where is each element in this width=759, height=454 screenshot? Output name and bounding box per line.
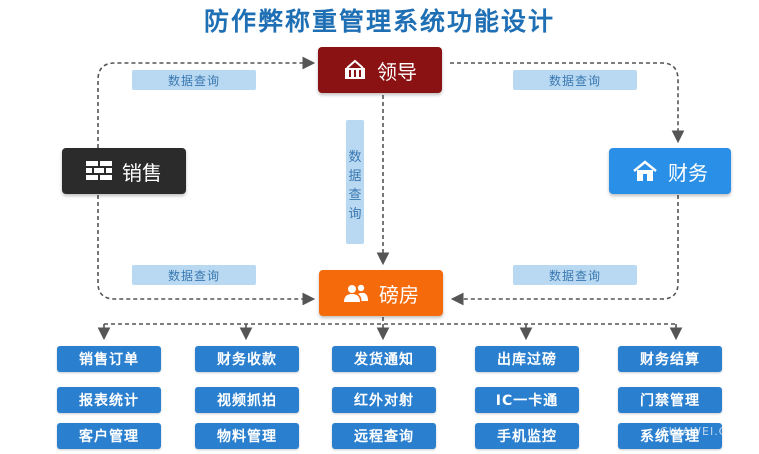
query-char: 询 — [348, 207, 362, 222]
sales-node[interactable]: 销售 — [62, 148, 186, 194]
query-label-top-right: 数据查询 — [513, 70, 637, 90]
finance-node[interactable]: 财务 — [609, 148, 731, 194]
function-ic-card[interactable]: IC一卡通 — [475, 387, 579, 413]
function-report-statistics[interactable]: 报表统计 — [57, 387, 161, 413]
query-label-bottom-left: 数据查询 — [132, 265, 256, 285]
query-label-bottom-right: 数据查询 — [513, 265, 637, 285]
function-shipping-notice[interactable]: 发货通知 — [332, 346, 436, 372]
scale-house-label: 磅房 — [379, 282, 419, 307]
brick-wall-icon — [86, 161, 112, 181]
function-access-control[interactable]: 门禁管理 — [618, 387, 722, 413]
function-customer-management[interactable]: 客户管理 — [57, 423, 161, 449]
function-outbound-weighing[interactable]: 出库过磅 — [475, 346, 579, 372]
function-mobile-monitoring[interactable]: 手机监控 — [475, 423, 579, 449]
function-remote-query[interactable]: 远程查询 — [332, 423, 436, 449]
leader-label: 领导 — [377, 59, 417, 84]
function-video-capture[interactable]: 视频抓拍 — [195, 387, 299, 413]
query-char: 据 — [348, 169, 362, 184]
function-sales-order[interactable]: 销售订单 — [57, 346, 161, 372]
query-label-top-left: 数据查询 — [132, 70, 256, 90]
home-icon — [632, 160, 658, 182]
page-title: 防作弊称重管理系统功能设计 — [203, 7, 555, 36]
query-label-vertical: 数 据 查 询 — [346, 120, 364, 244]
query-char: 查 — [348, 188, 362, 203]
function-material-management[interactable]: 物料管理 — [195, 423, 299, 449]
basket-icon — [343, 59, 367, 81]
finance-label: 财务 — [668, 160, 708, 185]
leader-node[interactable]: 领导 — [318, 47, 442, 93]
users-icon — [343, 283, 369, 303]
watermark: CHIAWEI.CN — [660, 425, 737, 438]
function-finance-settlement[interactable]: 财务结算 — [618, 346, 722, 372]
sales-label: 销售 — [122, 160, 162, 185]
function-infrared-beam[interactable]: 红外对射 — [332, 387, 436, 413]
scale-house-node[interactable]: 磅房 — [319, 270, 443, 316]
query-char: 数 — [348, 150, 362, 165]
function-system-management[interactable]: 系统管理 — [618, 423, 722, 449]
function-finance-collection[interactable]: 财务收款 — [195, 346, 299, 372]
